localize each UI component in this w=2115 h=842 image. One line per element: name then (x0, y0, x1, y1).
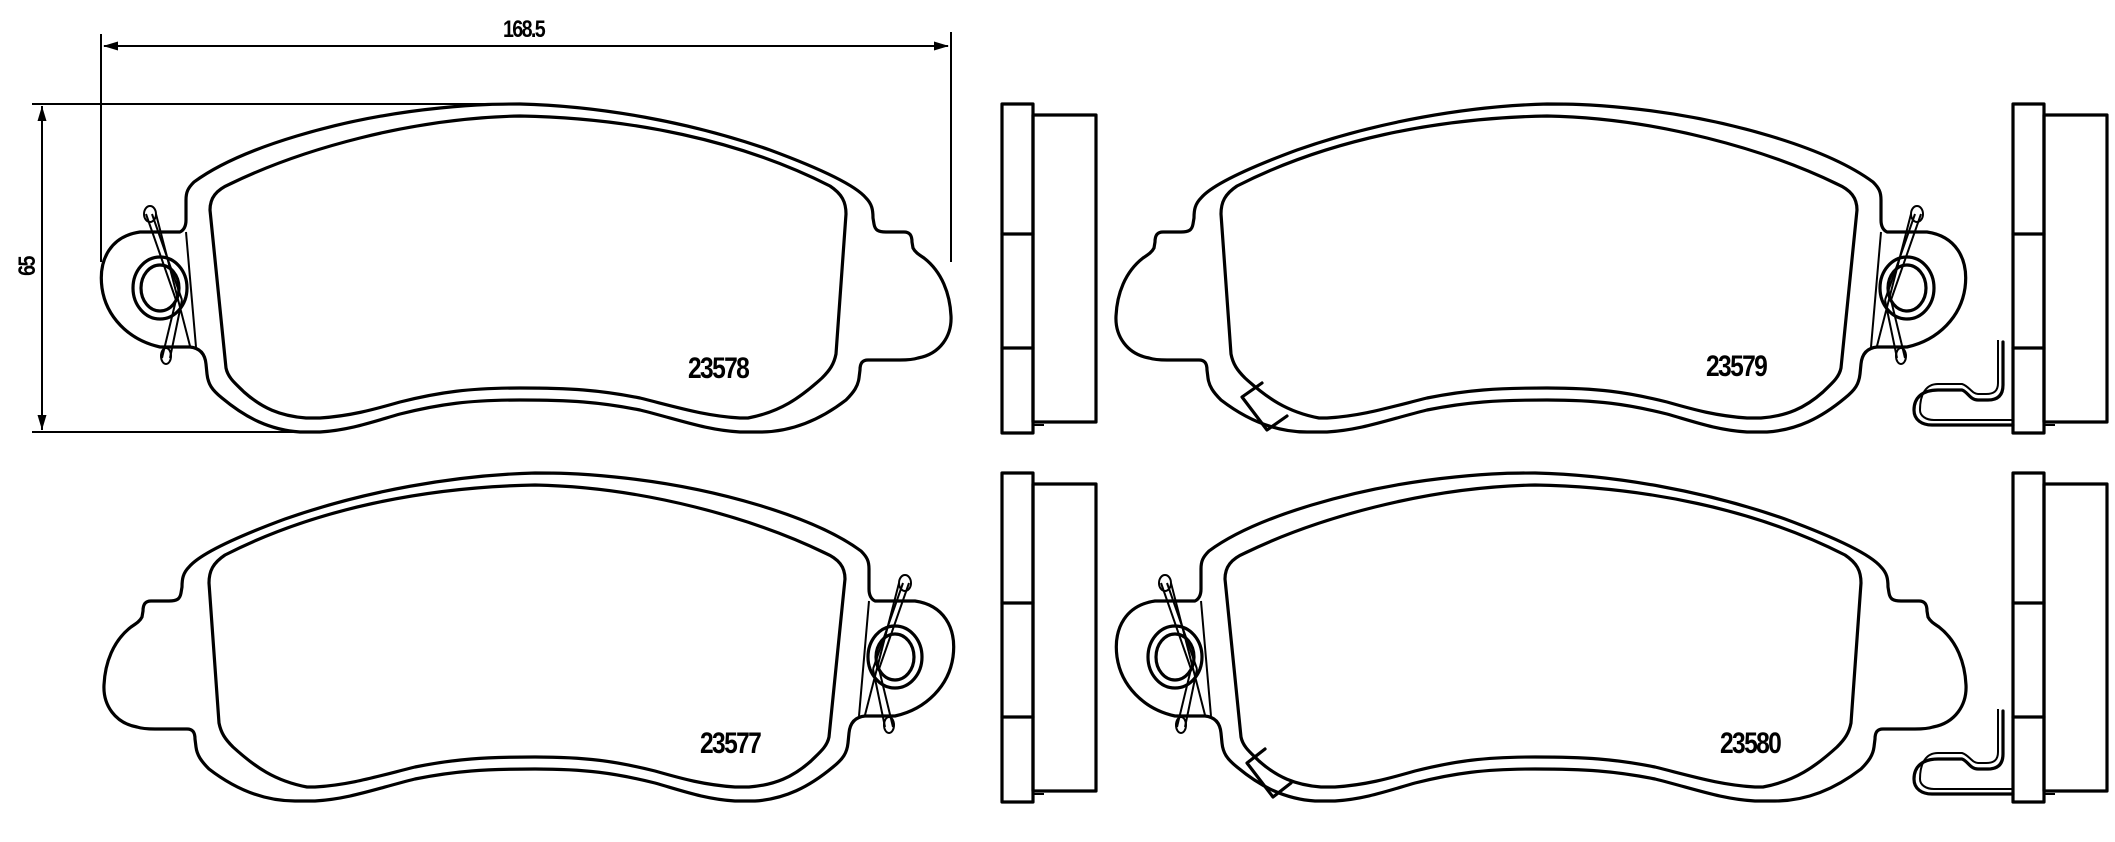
pad-bottom-right (1114, 471, 1968, 803)
part-number-bottom-left: 23577 (700, 727, 762, 760)
arrow-down-icon (37, 415, 47, 430)
width-dimension-label: 168.5 (503, 16, 546, 43)
height-dimension-label: 65 (14, 257, 41, 276)
arrow-right-icon (934, 41, 949, 51)
part-number-top-left: 23578 (688, 352, 750, 385)
dimension-height (32, 103, 520, 433)
arrow-left-icon (103, 41, 118, 51)
arrow-up-icon (37, 106, 47, 121)
part-number-top-right: 23579 (1706, 350, 1768, 383)
dimension-width (100, 32, 952, 262)
part-number-bottom-right: 23580 (1720, 727, 1782, 760)
